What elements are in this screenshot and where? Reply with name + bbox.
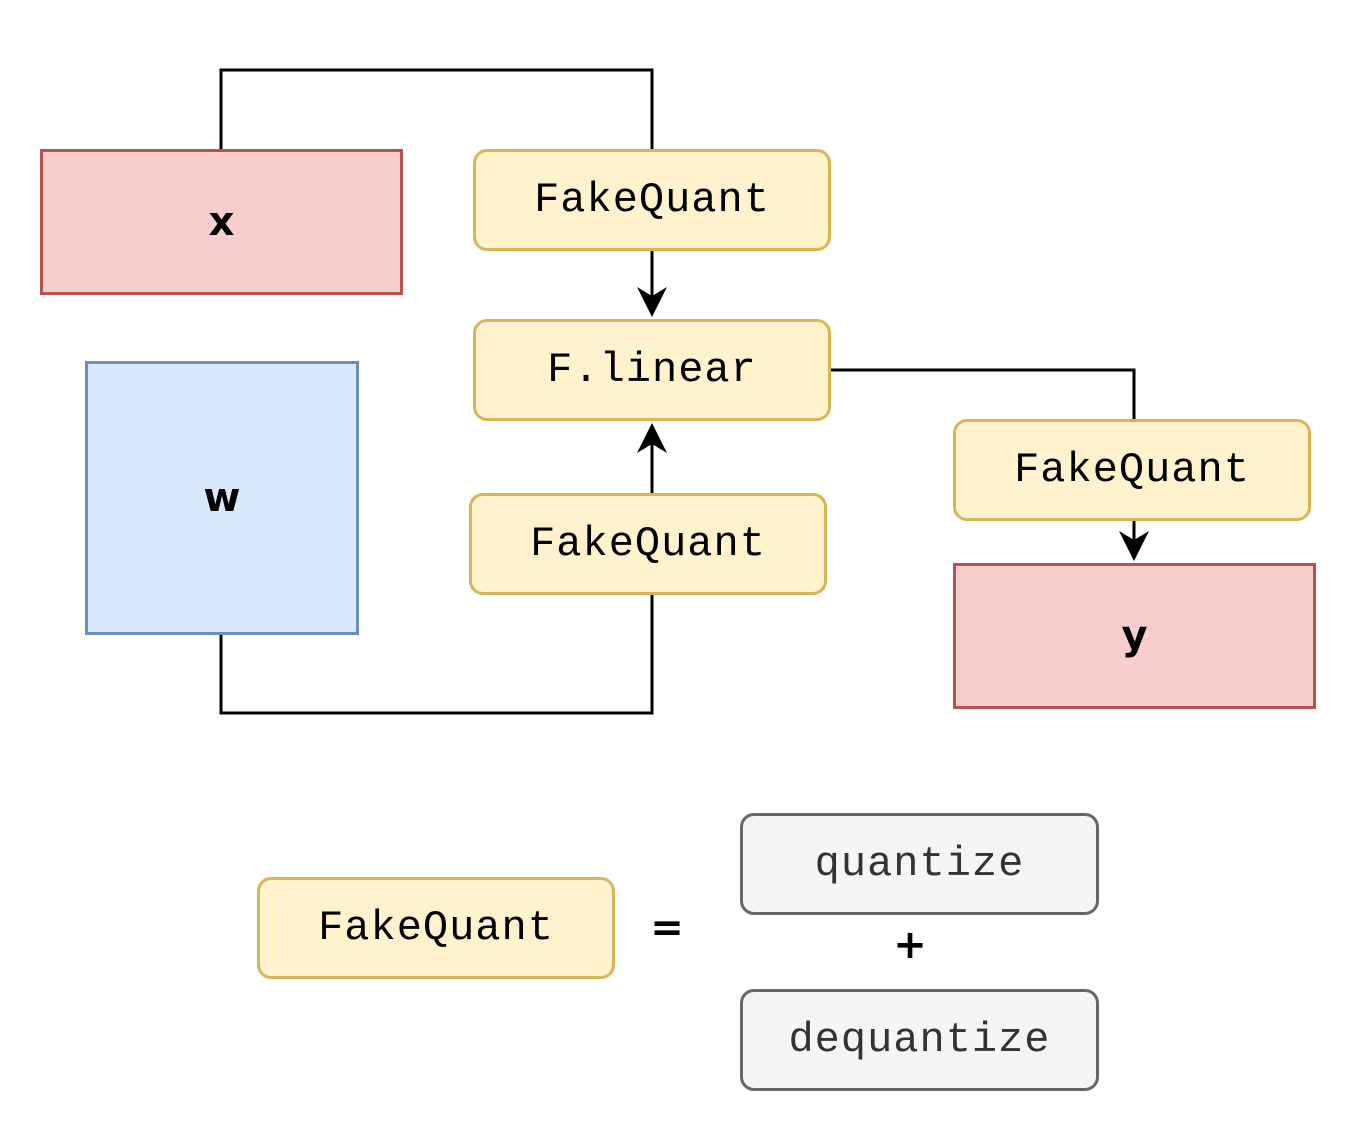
fakequant-output-node: FakeQuant <box>953 419 1311 521</box>
tensor-x-node: x <box>40 149 403 295</box>
edge-x-to-fakequant-input <box>219 68 654 150</box>
linear-node: F.linear <box>473 319 831 421</box>
linear-label: F.linear <box>547 346 757 394</box>
legend-plus-sign: + <box>893 922 927 968</box>
fakequant-input-node: FakeQuant <box>473 149 831 251</box>
edge-w-to-fakequant-weight <box>219 595 654 715</box>
tensor-y-node: y <box>953 563 1316 709</box>
legend-dequantize-node: dequantize <box>740 989 1099 1091</box>
tensor-w-label: w <box>203 475 241 521</box>
tensor-y-label: y <box>1121 613 1148 659</box>
legend-quantize-node: quantize <box>740 813 1099 915</box>
tensor-x-label: x <box>208 199 235 245</box>
edge-linear-to-fakequant-output <box>831 368 1136 420</box>
tensor-w-node: w <box>85 361 359 635</box>
fakequant-weight-label: FakeQuant <box>530 520 766 568</box>
fakequant-input-label: FakeQuant <box>534 176 770 224</box>
legend-equals-sign: = <box>650 905 684 951</box>
fakequant-weight-node: FakeQuant <box>469 493 827 595</box>
legend-fakequant-label: FakeQuant <box>318 904 554 952</box>
fakequant-output-label: FakeQuant <box>1014 446 1250 494</box>
legend-quantize-label: quantize <box>814 840 1025 888</box>
legend-dequantize-label: dequantize <box>788 1016 1051 1064</box>
legend-fakequant-node: FakeQuant <box>257 877 615 979</box>
